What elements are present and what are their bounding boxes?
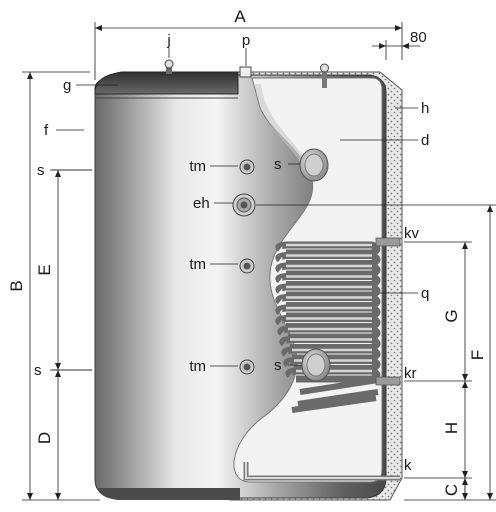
label-s-inner-upper: s [274, 156, 282, 173]
socket-lower [301, 348, 331, 382]
thermometer-port-mid [239, 258, 255, 274]
label-h: h [421, 100, 429, 117]
label-s-inner-lower: s [274, 357, 282, 374]
kv-connection [375, 237, 401, 247]
dim-label-80: 80 [410, 29, 427, 46]
label-p: p [242, 32, 250, 49]
label-kr: kr [404, 365, 417, 382]
coil-return-tube [299, 377, 379, 395]
thermometer-port-bottom [239, 359, 255, 375]
dim-label-e: E [35, 264, 54, 275]
label-kv: kv [404, 225, 420, 242]
dim-label-f: F [468, 350, 487, 360]
label-g: g [63, 77, 71, 94]
dimension-arrows [27, 25, 493, 500]
dim-label-d: D [35, 432, 54, 444]
electric-heater-port [232, 193, 256, 217]
thermometer-port-top [239, 159, 255, 175]
label-eh: eh [193, 195, 210, 212]
dim-label-g: G [442, 309, 461, 322]
anode-fitting-j [164, 59, 174, 74]
fitting-p [239, 66, 252, 78]
coil-return-tube [297, 389, 379, 407]
label-q: q [421, 285, 429, 302]
leader-lines [52, 48, 418, 371]
dim-label-b: B [7, 280, 26, 291]
top-cap [94, 71, 239, 95]
coil-return-tube [291, 395, 377, 413]
label-s-left-upper: s [37, 162, 45, 179]
label-f: f [44, 122, 49, 139]
label-j: j [166, 32, 170, 49]
bottom-ring [97, 488, 240, 500]
kr-connection [375, 376, 401, 386]
top-right-fitting [320, 63, 329, 88]
dim-label-c: C [442, 484, 461, 496]
label-s-left-lower: s [34, 362, 42, 379]
dim-label-h: H [442, 422, 461, 434]
label-tm-bottom: tm [189, 358, 206, 375]
socket-upper [299, 148, 329, 182]
label-k: k [404, 457, 412, 474]
label-tm-mid: tm [189, 256, 206, 273]
dim-label-a: A [234, 7, 246, 26]
label-d: d [421, 132, 429, 149]
label-tm-top: tm [189, 158, 206, 175]
heating-coil [275, 237, 401, 413]
